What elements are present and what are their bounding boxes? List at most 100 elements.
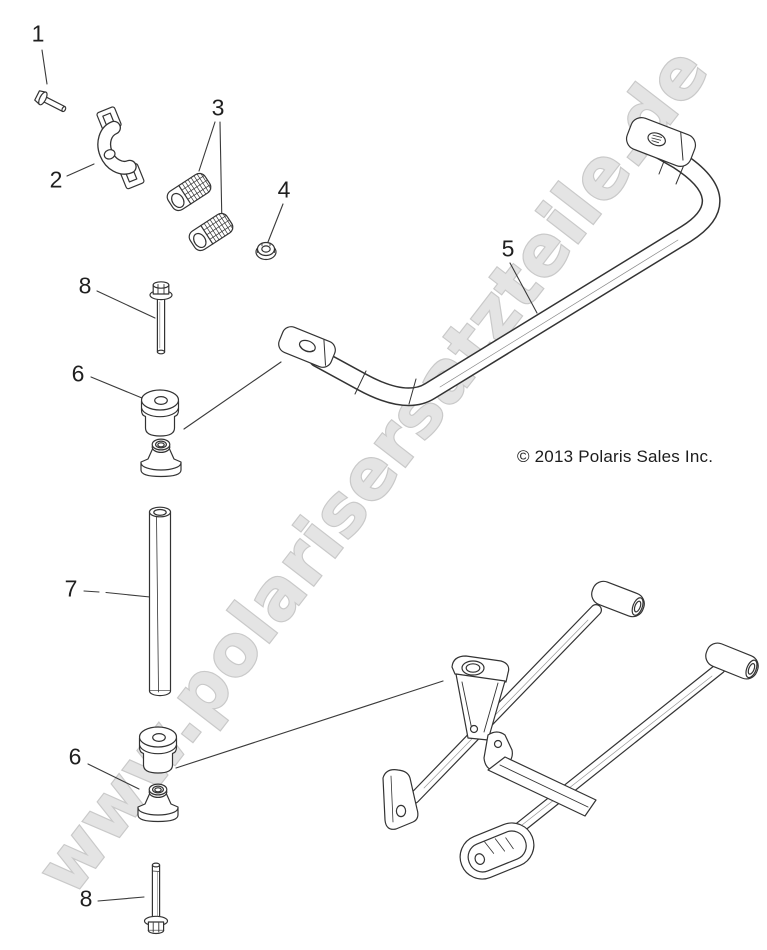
bolt-hex-head xyxy=(147,921,165,932)
part-1-bolt xyxy=(34,90,67,113)
arm-skid-plate xyxy=(459,822,535,880)
part-3-split-bushing-b xyxy=(188,212,234,252)
tab-fold-line xyxy=(680,131,684,161)
callout-8-upper: 8 xyxy=(78,272,92,299)
leader-arm-to-bushings xyxy=(175,680,444,769)
callout-6-upper: 6 xyxy=(71,360,85,387)
part-3-split-bushing-a xyxy=(166,172,212,212)
bolt-chamfer xyxy=(152,870,160,872)
clamp-hole xyxy=(103,149,116,160)
skid-plate-detail xyxy=(484,837,514,854)
cup-flange-edge xyxy=(137,807,179,816)
callout-2: 2 xyxy=(49,166,63,193)
part-7-spacer-tube xyxy=(148,506,172,697)
cup-silhouette xyxy=(140,448,182,478)
copyright-text: © 2013 Polaris Sales Inc. xyxy=(517,447,714,466)
tube-bottom-arc xyxy=(148,690,172,697)
boss-bore-inner xyxy=(633,600,642,613)
bar-bend-marks-left xyxy=(354,370,417,405)
callout-3: 3 xyxy=(211,94,225,121)
leader-2 xyxy=(66,163,95,177)
boss-bore-inner xyxy=(747,662,756,675)
bolt-tip xyxy=(156,349,166,355)
callout-6-lower: 6 xyxy=(68,743,82,770)
skid-plate-outer xyxy=(459,822,535,880)
arm-pivot-hole xyxy=(469,724,479,734)
part-6-cup-upper xyxy=(140,438,182,478)
leader-1 xyxy=(41,49,48,85)
bolt-head-facets xyxy=(157,284,165,294)
leader-6-lower xyxy=(87,763,140,790)
cup-nut-bore xyxy=(154,787,162,793)
tab-hole-threads xyxy=(651,134,663,144)
bushing-bore xyxy=(193,232,207,249)
skid-plate-inner xyxy=(467,830,527,873)
bushing-hole xyxy=(154,395,168,406)
arm-clevis-hole xyxy=(493,739,503,749)
bolt-shaft xyxy=(156,296,166,353)
part-2-clamp-bracket xyxy=(96,106,145,190)
skid-plate-hole xyxy=(474,853,486,865)
leader-6-upper xyxy=(90,376,143,399)
bolt-flange xyxy=(38,91,48,106)
part-6-cup-lower xyxy=(137,783,179,823)
part-6-bushing-lower xyxy=(138,726,178,774)
part-5-stabilizer-bar xyxy=(278,117,721,407)
leader-3b xyxy=(219,121,223,229)
leader-3a xyxy=(198,121,216,172)
bolt-head-bottom xyxy=(147,929,165,935)
bolt-tip xyxy=(61,106,67,113)
arm-front-bracket-line xyxy=(390,775,394,823)
bushing-bore xyxy=(171,192,185,209)
bolt-tip xyxy=(151,862,161,868)
bushing-ribs xyxy=(203,212,234,242)
bolt-head-top xyxy=(152,281,170,289)
leader-5 xyxy=(509,262,538,314)
callout-5: 5 xyxy=(501,235,515,262)
callout-7: 7 xyxy=(64,575,78,602)
leader-lines xyxy=(41,49,538,902)
arm-cross-plate-line xyxy=(499,764,589,808)
arm-tube-highlights xyxy=(423,619,713,837)
tube-facet-line xyxy=(156,513,159,693)
leader-8-lower xyxy=(97,896,145,902)
arm-bracket-hole-inner xyxy=(465,663,481,673)
bushing-flange-edge xyxy=(139,744,177,755)
boss-cylinder xyxy=(705,642,759,680)
nut-bore xyxy=(261,245,271,253)
tab-fold-line xyxy=(323,339,327,366)
leader-bar-to-bushings xyxy=(183,361,282,430)
nut-facets xyxy=(257,242,275,253)
arm-front-bracket-hole xyxy=(395,804,407,818)
rear-control-arm-assembly xyxy=(382,580,759,880)
leader-7 xyxy=(83,590,151,598)
tube-bore-depth xyxy=(154,512,167,516)
callout-1: 1 xyxy=(31,20,45,47)
bushing-hole xyxy=(152,732,166,743)
bar-left-end-tab xyxy=(278,326,336,368)
bolt-shaft xyxy=(151,864,161,920)
tab-hole-depth xyxy=(300,345,314,352)
leader-8-upper xyxy=(96,290,156,319)
arm-a-frame-inner xyxy=(461,681,499,733)
bushing-ribs xyxy=(181,172,212,202)
cup-nut-bore xyxy=(157,442,165,448)
bar-right-end-tab xyxy=(625,117,697,167)
bushing-silhouette xyxy=(138,737,178,774)
part-8-bolt-upper xyxy=(149,281,173,355)
arm-boss-rear xyxy=(705,642,759,680)
arm-boss-front xyxy=(591,580,645,618)
part-6-bushing-upper xyxy=(140,389,180,437)
leader-4 xyxy=(267,203,284,243)
bar-highlight xyxy=(439,239,679,388)
bushing-flange-edge xyxy=(141,407,179,418)
callout-4: 4 xyxy=(277,176,291,203)
bar-face xyxy=(310,136,720,405)
arm-front-lower-bracket xyxy=(382,769,419,830)
part-4-flange-nut xyxy=(255,241,277,261)
callout-8-lower: 8 xyxy=(79,885,93,912)
tube-body xyxy=(148,511,172,692)
boss-cylinder xyxy=(591,580,645,618)
